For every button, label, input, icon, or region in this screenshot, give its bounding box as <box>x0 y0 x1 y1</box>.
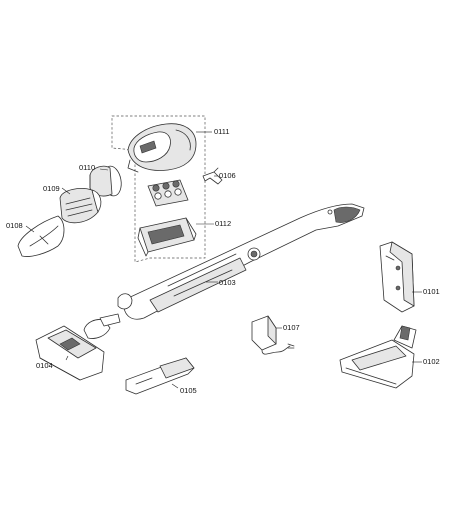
part-label-0110: 0110 <box>79 163 95 172</box>
filter-cone <box>59 188 102 224</box>
part-label-0109: 0109 <box>43 184 60 193</box>
hand-unit-group-outline <box>111 115 206 263</box>
part-label-0104: 0104 <box>36 361 53 370</box>
part-labels: 0111 0110 0106 0109 0108 0112 0103 0101 … <box>6 127 440 395</box>
battery-tray <box>137 217 197 257</box>
part-label-0102: 0102 <box>423 357 440 366</box>
part-label-0103: 0103 <box>219 278 236 287</box>
part-label-0111: 0111 <box>214 127 230 136</box>
leader-lines <box>25 131 422 389</box>
part-label-0106: 0106 <box>219 171 236 180</box>
clip-part <box>202 167 223 185</box>
part-label-0107: 0107 <box>283 323 300 332</box>
cyclone-ring <box>89 165 122 197</box>
charger-adapter <box>251 315 295 355</box>
crevice-tool <box>125 357 195 395</box>
part-label-0108: 0108 <box>6 221 23 230</box>
part-label-0105: 0105 <box>180 386 197 395</box>
wall-bracket <box>379 241 415 313</box>
floor-nozzle-small <box>35 313 121 381</box>
dust-cup <box>17 215 65 257</box>
part-label-0112: 0112 <box>215 219 231 228</box>
stick-body <box>117 203 365 320</box>
battery-cells <box>147 179 189 207</box>
part-label-0101: 0101 <box>423 287 440 296</box>
floor-nozzle-large <box>339 325 417 389</box>
hand-unit-motor-body <box>127 123 197 173</box>
